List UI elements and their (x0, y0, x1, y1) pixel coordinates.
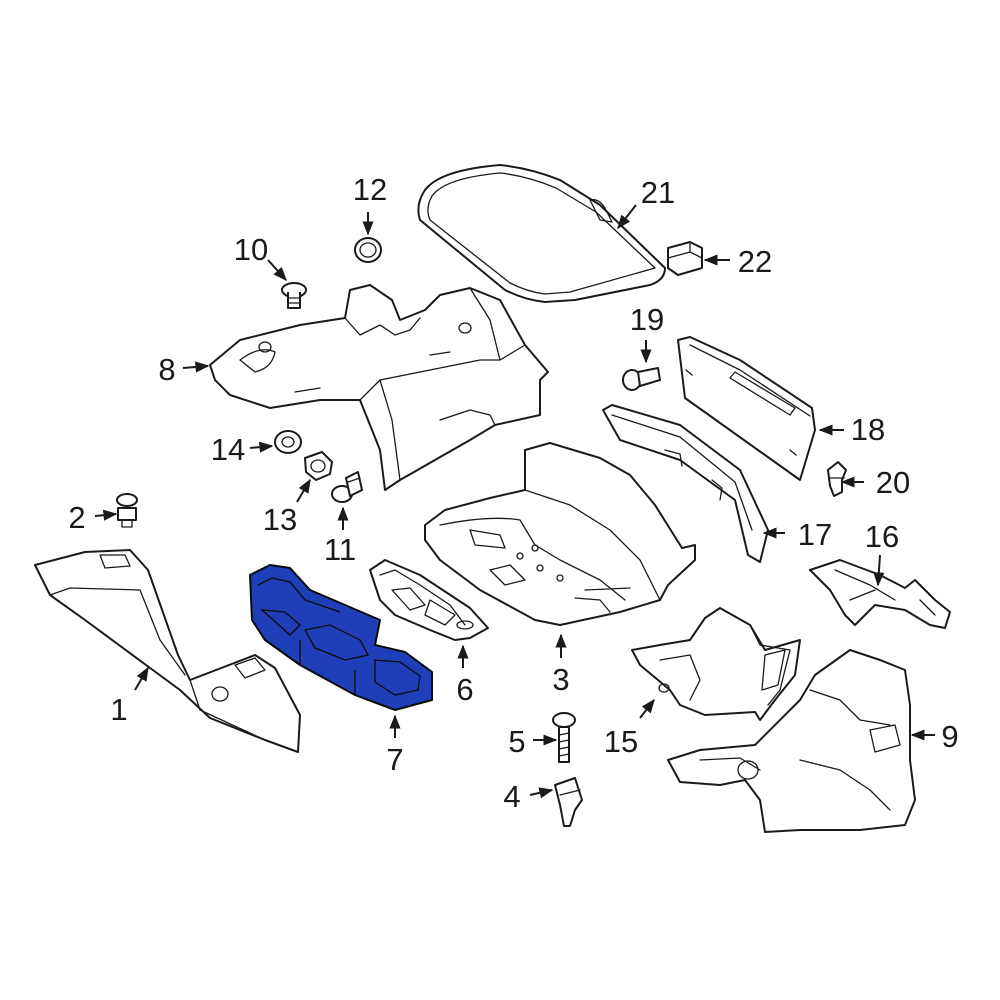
part-4-clip-nut[interactable] (554, 777, 583, 827)
part-2-push-rivet[interactable] (116, 493, 138, 528)
callout-2: 2 (68, 500, 85, 535)
part-13-clip[interactable] (304, 451, 333, 481)
callout-4: 4 (503, 779, 520, 814)
leader-lines (94, 204, 935, 799)
callout-5: 5 (508, 724, 525, 759)
part-20-clip[interactable] (827, 461, 847, 497)
part-1-side-trim[interactable] (34, 549, 301, 753)
part-5-bolt[interactable] (552, 712, 576, 763)
callout-1: 1 (110, 692, 127, 727)
part-8-rear-support[interactable] (209, 284, 549, 491)
callout-19: 19 (630, 302, 664, 337)
part-6-storage-tray[interactable] (369, 559, 489, 641)
callout-7: 7 (386, 742, 403, 777)
part-11-clip[interactable] (331, 471, 363, 503)
callout-labels: 1 2 3 4 5 6 7 8 9 10 11 12 13 14 15 16 1… (68, 172, 958, 814)
callout-6: 6 (456, 672, 473, 707)
part-14-washer[interactable] (274, 430, 302, 454)
callout-14: 14 (211, 432, 245, 467)
part-21-floor-cover[interactable] (417, 164, 666, 303)
callout-8: 8 (158, 352, 175, 387)
part-17-trim-strip[interactable] (602, 404, 769, 563)
callout-3: 3 (552, 662, 569, 697)
part-3-floor-tub[interactable] (424, 442, 696, 626)
part-18-rear-trim[interactable] (677, 336, 816, 481)
callout-18: 18 (851, 412, 885, 447)
part-10-clip[interactable] (281, 282, 307, 309)
part-12-grommet[interactable] (354, 237, 382, 263)
callout-17: 17 (798, 517, 832, 552)
part-22-bracket[interactable] (667, 241, 703, 276)
callout-16: 16 (865, 519, 899, 554)
callout-15: 15 (604, 724, 638, 759)
callout-20: 20 (876, 465, 910, 500)
callout-9: 9 (941, 719, 958, 754)
callout-21: 21 (641, 175, 675, 210)
part-9-wheelhouse-trim[interactable] (667, 649, 916, 833)
part-7-storage-tray-highlighted[interactable] (249, 564, 433, 711)
callout-11: 11 (324, 532, 356, 567)
part-19-clip[interactable] (622, 367, 661, 391)
callout-13: 13 (263, 502, 297, 537)
part-16-bracket[interactable] (809, 559, 951, 629)
part-15-side-panel[interactable] (631, 607, 801, 721)
callout-12: 12 (353, 172, 387, 207)
callout-10: 10 (234, 232, 268, 267)
callout-22: 22 (738, 244, 772, 279)
